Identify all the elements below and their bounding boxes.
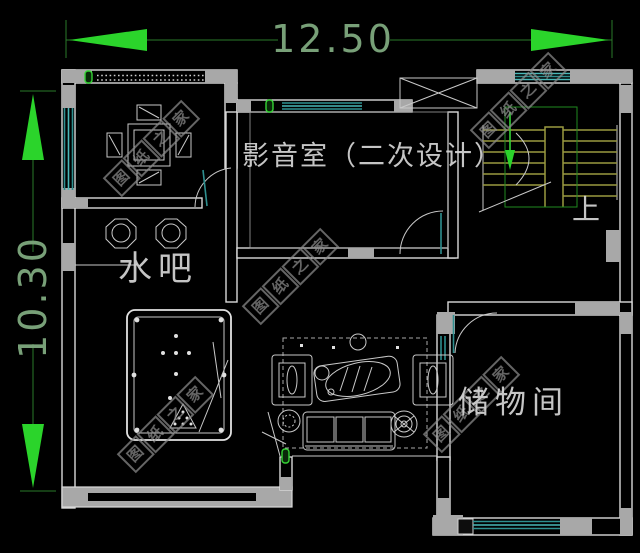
furniture-mahjong-table: [106, 104, 192, 186]
shaft-box: [399, 77, 478, 109]
staircase: [478, 106, 618, 213]
stair-direction-arrow-icon: [505, 150, 515, 170]
dim-arrow-down-icon: [22, 424, 44, 488]
furniture-bar-stools: [105, 218, 187, 249]
room-label-water-bar: 水吧: [118, 250, 198, 288]
stair-direction-label: 上: [572, 194, 601, 225]
furniture-sofa-set: [261, 333, 454, 457]
dimension-width-label: 12.50: [271, 17, 395, 61]
door-hinge-markers: [84, 70, 290, 464]
dim-arrow-left-icon: [69, 29, 147, 51]
furniture-pool-table: [126, 309, 232, 441]
room-label-media-room: 影音室（二次设计）: [242, 141, 503, 171]
doors: [194, 167, 498, 354]
wall-fills: [62, 70, 632, 535]
room-label-storage-room: 储物间: [458, 385, 569, 420]
dim-arrow-right-icon: [531, 29, 609, 51]
dimension-lines: [20, 20, 613, 492]
dim-arrow-up-icon: [22, 94, 44, 160]
dimension-height-label: 10.30: [11, 235, 55, 359]
windows: [63, 72, 570, 535]
